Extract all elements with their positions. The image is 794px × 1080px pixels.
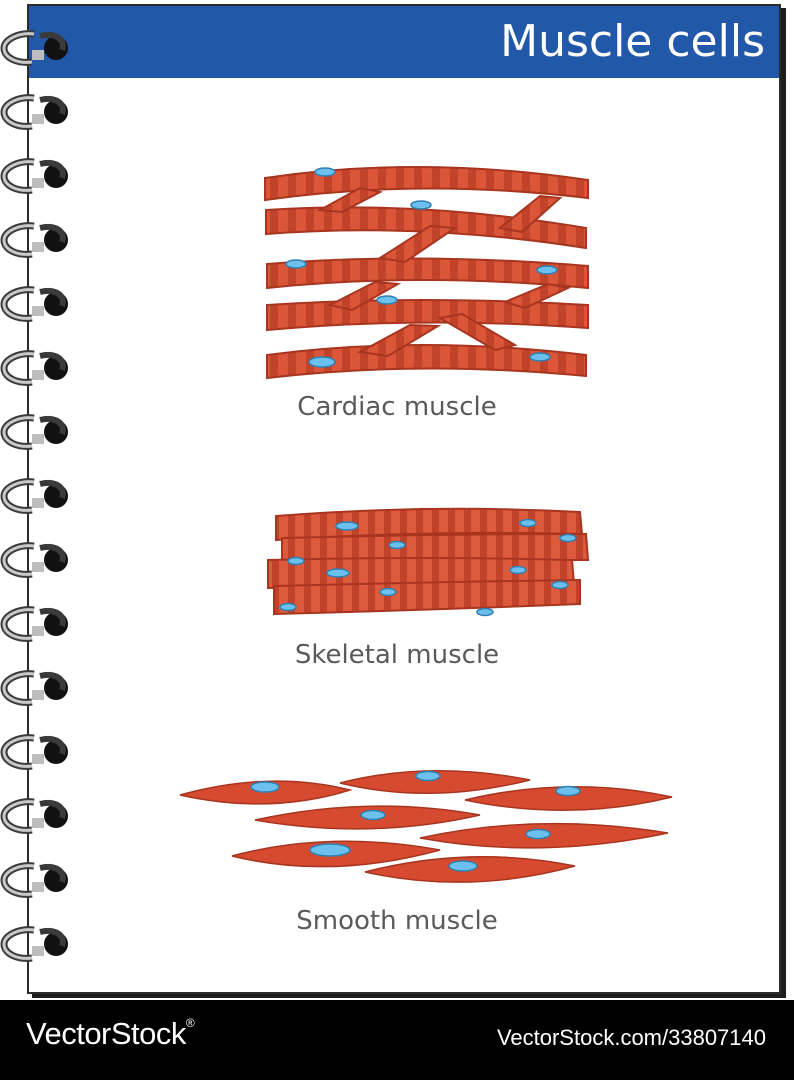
cardiac-fibers	[264, 165, 589, 380]
skeletal-nuclei	[279, 518, 577, 617]
cardiac-nuclei	[285, 167, 558, 368]
smooth-cells	[179, 770, 673, 883]
brand-registered: ®	[185, 1016, 195, 1030]
cardiac-muscle-label: Cardiac muscle	[297, 392, 497, 422]
smooth-nuclei	[250, 770, 581, 872]
spiral-binding-icon	[0, 30, 68, 962]
smooth-muscle-label: Smooth muscle	[296, 906, 498, 936]
cardiac-muscle-illustration	[179, 165, 673, 883]
skeletal-muscle-label: Skeletal muscle	[294, 640, 500, 670]
skeletal-fibers	[267, 507, 590, 616]
brand-name: VectorStock	[26, 1016, 186, 1051]
image-url: VectorStock.com/33807140	[496, 1025, 766, 1050]
vectorstock-logo: VectorStock®	[26, 1016, 195, 1052]
title-banner: Muscle cells	[29, 6, 779, 78]
page-title: Muscle cells	[500, 16, 765, 67]
watermark-footer: VectorStock® VectorStock.com/33807140	[0, 1000, 794, 1080]
